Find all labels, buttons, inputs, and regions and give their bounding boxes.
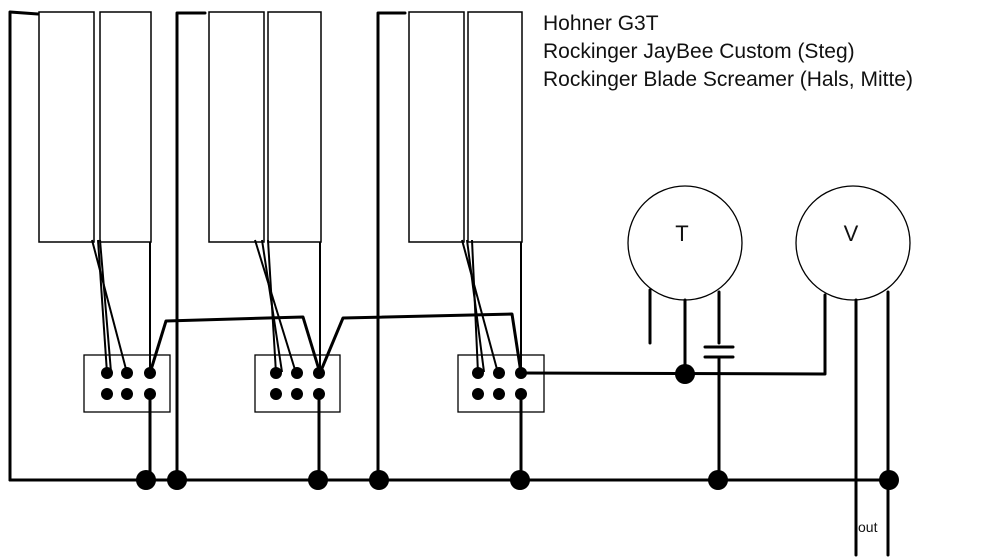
- volume-pot: V out: [795, 185, 911, 557]
- pickup-3-ground-lead: [376, 11, 407, 482]
- title-line-bridge-pickup: Rockinger JayBee Custom (Steg): [543, 40, 855, 63]
- switch-2: [254, 354, 341, 413]
- coil-leads: [91, 239, 522, 374]
- pickup-3-lead: [471, 239, 479, 374]
- switch-1-terminal: [121, 388, 133, 400]
- title-line-guitar: Hohner G3T: [543, 12, 659, 35]
- pickup-2: [175, 11, 322, 482]
- pickup-1-coil-a: [38, 11, 95, 243]
- pickup-3: [376, 11, 523, 482]
- ground-junction: [369, 470, 389, 490]
- pickup-1-lead: [91, 239, 128, 374]
- switch-1-terminal: [101, 388, 113, 400]
- switch-3-output-wire: [519, 293, 827, 376]
- ground-junction: [308, 470, 328, 490]
- switch-3-terminal: [493, 367, 505, 379]
- switch-1-body: [83, 354, 171, 413]
- volume-pot-label: V: [844, 221, 859, 246]
- tone-pot-junction: [675, 364, 695, 384]
- signal-wiring: [148, 293, 827, 376]
- volume-pot-body: [795, 185, 911, 301]
- pickup-2-coil-a: [208, 11, 265, 243]
- pickup-1-ground-lead: [8, 10, 40, 482]
- pickup-2-lead: [254, 239, 297, 374]
- switch-3-terminal: [472, 388, 484, 400]
- switch-2-to-pickup-3-wire: [318, 312, 523, 375]
- switch-2-body: [254, 354, 341, 413]
- tone-pot-label: T: [675, 221, 688, 246]
- switch-2-terminal: [291, 367, 303, 379]
- ground-junction: [136, 470, 156, 490]
- switch-3: [457, 354, 545, 413]
- pickup-1-lead: [97, 239, 108, 374]
- pickup-1: [8, 10, 152, 482]
- ground-bus: [8, 392, 899, 490]
- pickup-2-lead: [267, 239, 277, 374]
- switch-1: [83, 354, 171, 413]
- tone-pot: T: [627, 185, 743, 482]
- switch-3-terminal: [493, 388, 505, 400]
- ground-junction: [510, 470, 530, 490]
- pickup-2-ground-lead: [175, 11, 207, 482]
- title-line-neck-middle-pickups: Rockinger Blade Screamer (Hals, Mitte): [543, 68, 913, 91]
- pickup-2-coil-b: [267, 11, 322, 243]
- pickup-3-lead: [461, 239, 499, 374]
- pickup-3-coil-b: [467, 11, 523, 243]
- ground-junction: [167, 470, 187, 490]
- switch-1-to-pickup-2-wire: [148, 315, 322, 375]
- switch-2-terminal: [291, 388, 303, 400]
- output-label: out: [858, 519, 878, 535]
- switch-3-body: [457, 354, 545, 413]
- pickup-3-coil-a: [408, 11, 465, 243]
- title-block: Hohner G3T Rockinger JayBee Custom (Steg…: [543, 10, 913, 94]
- switch-2-terminal: [270, 388, 282, 400]
- pickup-1-lead: [99, 239, 112, 373]
- pickup-1-coil-b: [99, 11, 152, 243]
